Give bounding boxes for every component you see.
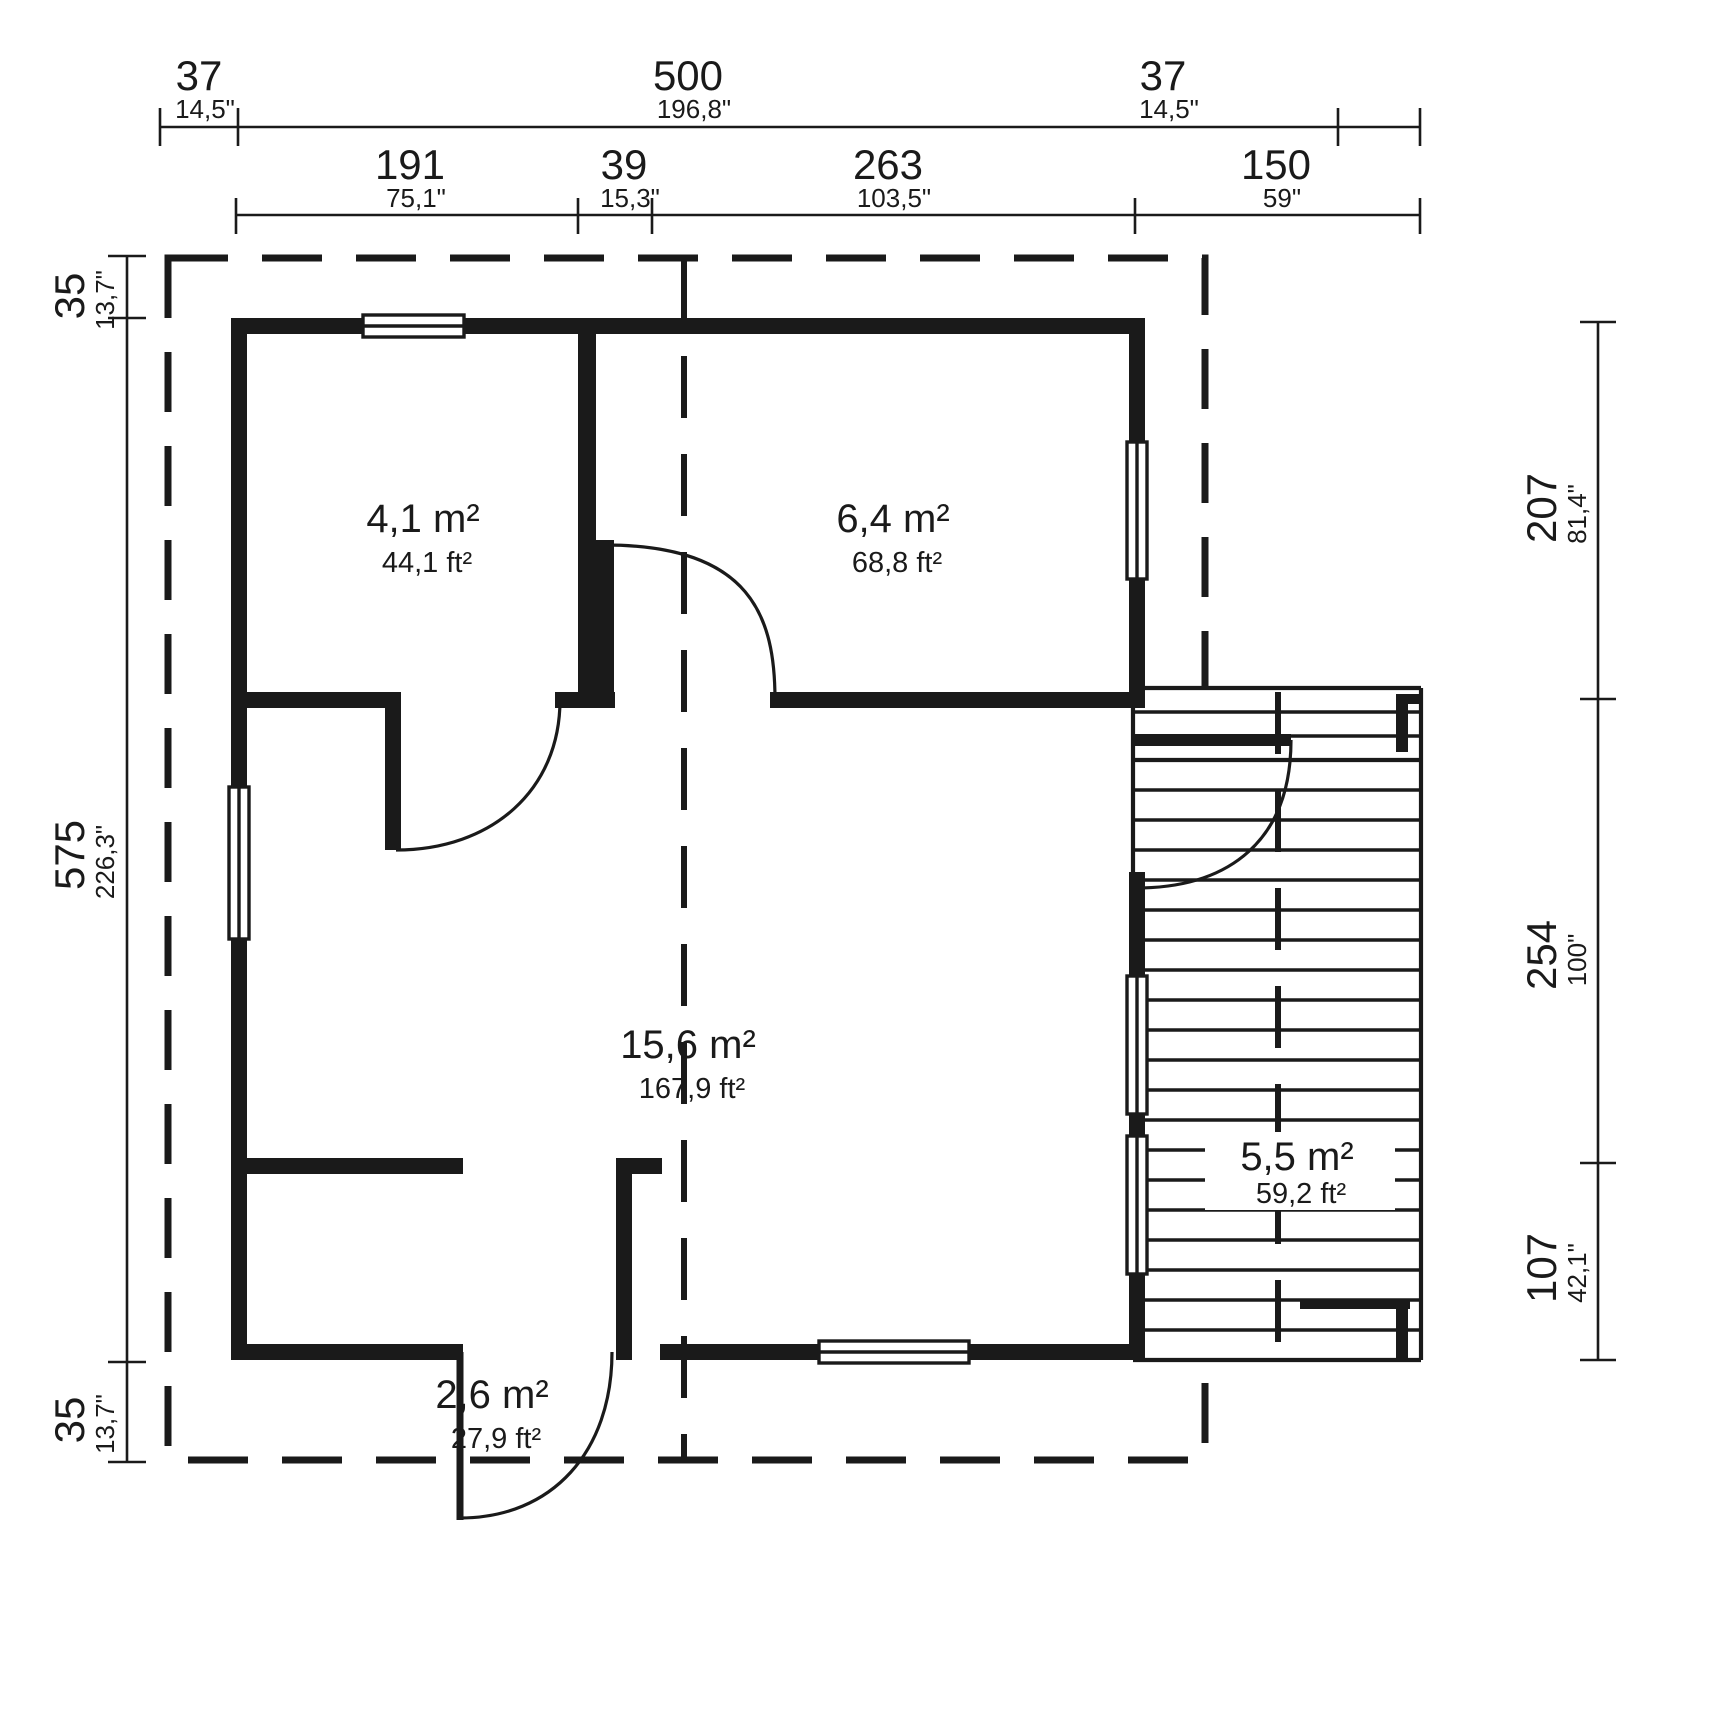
dim-building-width-metric: 500 bbox=[653, 52, 723, 99]
dim-room-a-width-imperial: 75,1" bbox=[386, 183, 446, 213]
dim-left-overhang-imperial: 14,5" bbox=[175, 94, 235, 124]
door-room-a bbox=[395, 699, 562, 852]
room-labels: 4,1 m² 44,1 ft² 6,4 m² 68,8 ft² 15,6 m² … bbox=[366, 497, 1395, 1455]
dim-top-overhang-metric: 35 bbox=[46, 273, 93, 320]
room-upper-right-area-metric: 6,4 m² bbox=[836, 497, 949, 541]
door-interior-hall bbox=[601, 543, 777, 701]
dim-building-width-imperial: 196,8" bbox=[657, 94, 731, 124]
roof-outline bbox=[164, 254, 1209, 1464]
room-main-living-area-metric: 15,6 m² bbox=[620, 1023, 756, 1067]
dim-partition-gap-imperial: 15,3" bbox=[600, 183, 660, 213]
right-dimension-chain: 207 81,4" 254 100" 107 42,1" bbox=[1518, 320, 1616, 1362]
terrace-decking bbox=[1130, 685, 1424, 1363]
terrace-area-imperial: 59,2 ft² bbox=[1256, 1178, 1347, 1210]
window-right-terrace-upper bbox=[1125, 974, 1149, 1116]
label-room-lower-left: 2,6 m² 27,9 ft² bbox=[435, 1373, 548, 1455]
room-upper-left-area-imperial: 44,1 ft² bbox=[382, 547, 473, 579]
window-right-terrace-lower bbox=[1125, 1134, 1149, 1276]
label-room-upper-left: 4,1 m² 44,1 ft² bbox=[366, 497, 479, 579]
dim-room-b-width-imperial: 103,5" bbox=[857, 183, 931, 213]
door-entrance bbox=[456, 1351, 614, 1520]
room-lower-left-area-metric: 2,6 m² bbox=[435, 1373, 548, 1417]
dim-partition-gap-metric: 39 bbox=[601, 141, 648, 188]
building-walls bbox=[231, 318, 1145, 1360]
left-dimension-chain: 35 13,7" 575 226,3" 35 13,7" bbox=[46, 254, 146, 1464]
doors bbox=[395, 543, 777, 1520]
dim-terrace-width-imperial: 59" bbox=[1263, 183, 1301, 213]
label-room-main-living: 15,6 m² 167,9 ft² bbox=[620, 1023, 756, 1105]
dim-bottom-overhang-metric: 35 bbox=[46, 1397, 93, 1444]
windows bbox=[227, 313, 1149, 1365]
dim-left-overhang-metric: 37 bbox=[176, 52, 223, 99]
dim-building-depth-imperial: 226,3" bbox=[90, 825, 120, 899]
room-upper-left-area-metric: 4,1 m² bbox=[366, 497, 479, 541]
dim-room-a-width-metric: 191 bbox=[375, 141, 445, 188]
room-main-living-area-imperial: 167,9 ft² bbox=[639, 1073, 746, 1105]
dim-room-b-width-metric: 263 bbox=[853, 141, 923, 188]
dim-bottom-overhang-imperial: 13,7" bbox=[90, 1394, 120, 1454]
dim-right-upper-imperial: 81,4" bbox=[1562, 484, 1592, 544]
dim-right-overhang-imperial: 14,5" bbox=[1139, 94, 1199, 124]
terrace-area-metric: 5,5 m² bbox=[1240, 1135, 1353, 1179]
top-inner-dimension-chain: 191 75,1" 39 15,3" 263 103,5" 150 59" bbox=[234, 141, 1422, 234]
dim-right-middle-metric: 254 bbox=[1518, 920, 1565, 990]
dim-top-overhang-imperial: 13,7" bbox=[90, 270, 120, 330]
dim-right-middle-imperial: 100" bbox=[1562, 934, 1592, 987]
dim-building-depth-metric: 575 bbox=[46, 820, 93, 890]
window-right-room-b bbox=[1125, 440, 1149, 581]
room-lower-left-area-imperial: 27,9 ft² bbox=[451, 1423, 542, 1455]
dim-right-lower-metric: 107 bbox=[1518, 1233, 1565, 1303]
window-bottom-wall bbox=[817, 1339, 971, 1365]
dim-right-lower-imperial: 42,1" bbox=[1562, 1243, 1592, 1303]
label-terrace: 5,5 m² 59,2 ft² bbox=[1205, 1132, 1395, 1210]
dim-right-upper-metric: 207 bbox=[1518, 473, 1565, 543]
dim-terrace-width-metric: 150 bbox=[1241, 141, 1311, 188]
dim-right-overhang-metric: 37 bbox=[1140, 52, 1187, 99]
window-left-main-room bbox=[227, 785, 251, 941]
label-room-upper-right: 6,4 m² 68,8 ft² bbox=[836, 497, 949, 579]
terrace-door-group bbox=[1133, 694, 1421, 890]
window-top-room-a bbox=[361, 313, 466, 339]
room-upper-right-area-imperial: 68,8 ft² bbox=[852, 547, 943, 579]
terrace-bottom-edge-detail bbox=[1300, 1300, 1410, 1360]
top-outer-dimension-chain: 37 14,5" 500 196,8" 37 14,5" bbox=[158, 52, 1422, 146]
